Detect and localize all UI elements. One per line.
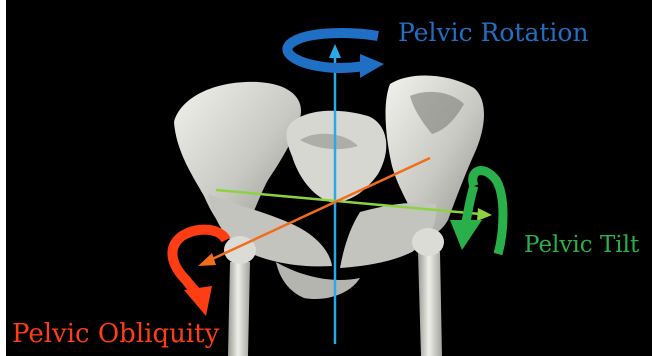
pelvis-bone-illustration — [174, 75, 484, 356]
obliquity-arrow-icon — [172, 230, 226, 316]
right-femoral-head — [412, 228, 444, 256]
left-femur — [228, 262, 250, 356]
pelvic-obliquity-label: Pelvic Obliquity — [12, 321, 219, 347]
pelvic-rotation-label: Pelvic Rotation — [398, 20, 589, 45]
pelvic-tilt-label: Pelvic Tilt — [524, 234, 639, 257]
sacrum — [286, 111, 386, 203]
pubic-symphysis — [276, 262, 360, 299]
obliquity-axis-arrowhead — [198, 253, 216, 266]
tilt-axis-arrowhead — [477, 208, 492, 221]
right-femur — [418, 252, 442, 356]
rotation-axis-arrowhead — [329, 44, 341, 58]
